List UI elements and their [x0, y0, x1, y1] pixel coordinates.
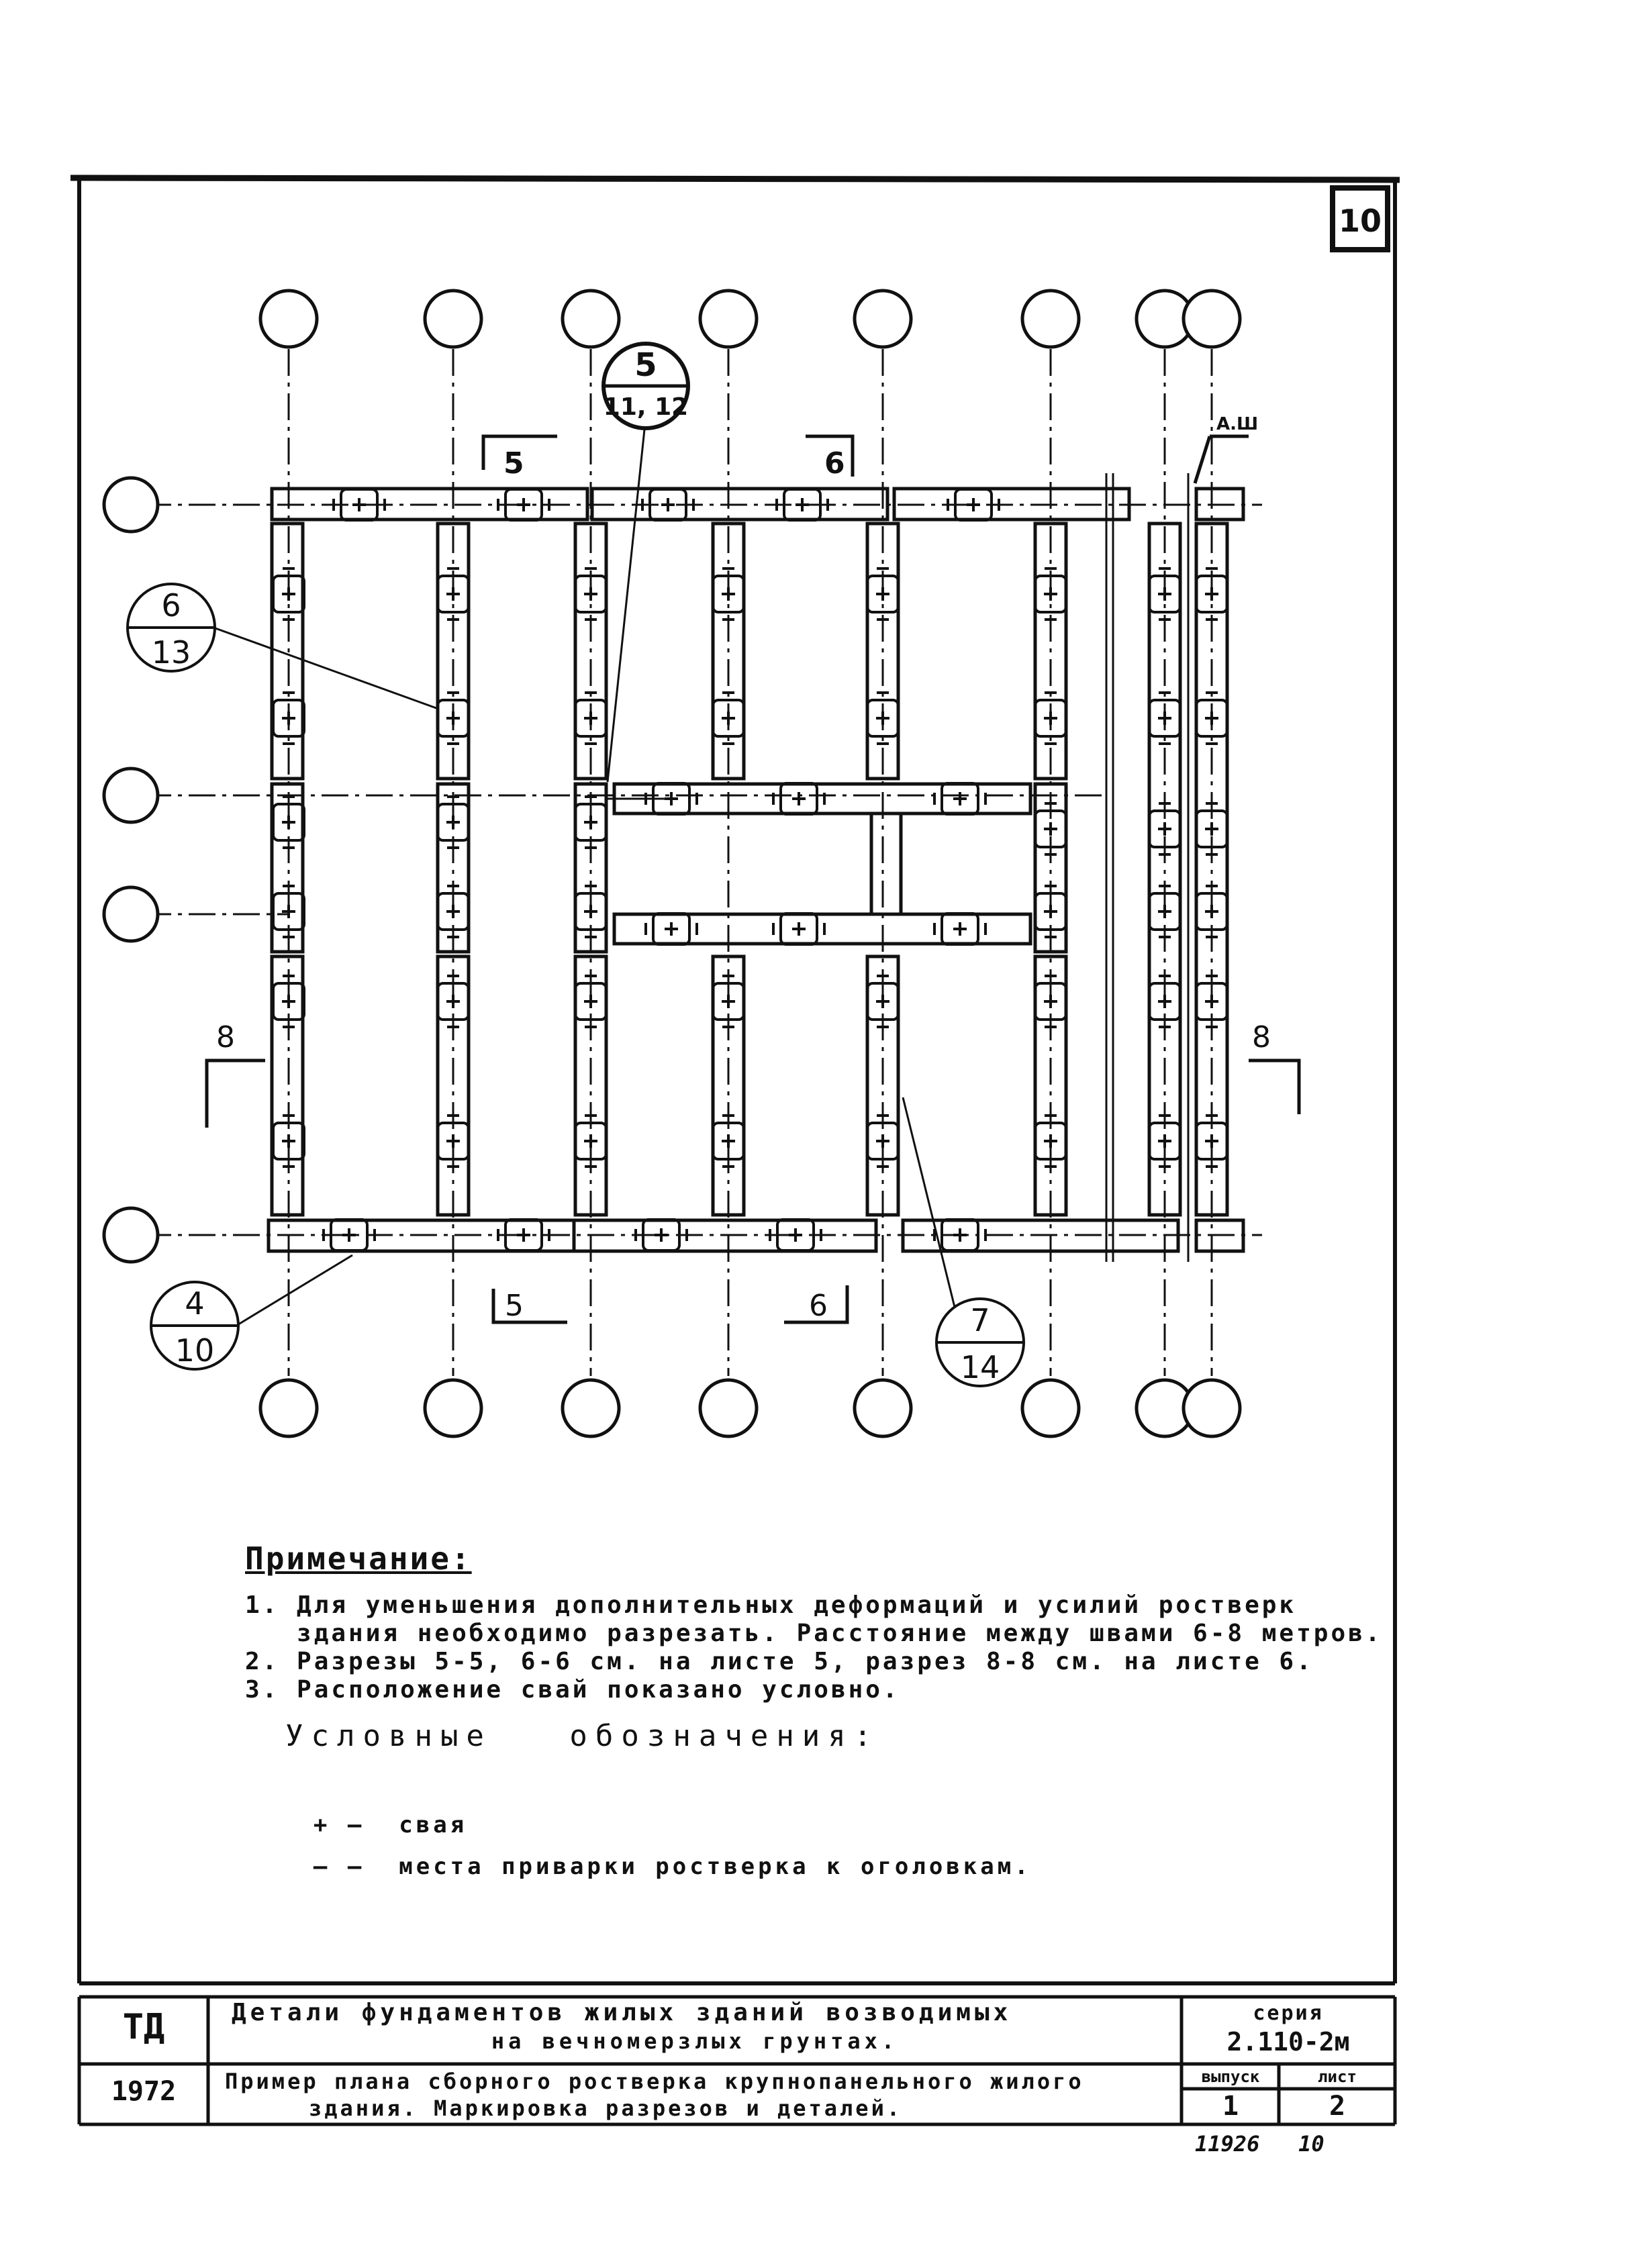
section-marks [205, 434, 1301, 1324]
footer-note: 11926 10 [1195, 2131, 1324, 2157]
title-block-issue-label: выпуск [1201, 2067, 1260, 2086]
section-mark-right: А.Ш [1216, 414, 1258, 434]
callout-7-bottom: 14 [961, 1349, 1000, 1385]
callout-4-bottom: 10 [175, 1332, 215, 1369]
callout-7-top: 7 [970, 1302, 990, 1338]
legend-label-weld: места приварки ростверка к оголовкам. [399, 1853, 1032, 1880]
title-block-series-value: 2.110-2м [1226, 2027, 1350, 2057]
title-block-issue-value: 1 [1222, 2091, 1239, 2122]
section-label-8-left: 8 [216, 1020, 235, 1054]
note-line-1: 1. Для уменьшения дополнительных деформа… [245, 1591, 1297, 1619]
note-line-1b: здания необходимо разрезать. Расстояние … [245, 1620, 1383, 1647]
title-block-frame [77, 1981, 1397, 2126]
title-block-sheet-title-line1: Пример плана сборного ростверка крупнопа… [225, 2069, 1084, 2094]
callout-4-top: 4 [185, 1285, 204, 1322]
grillage-beams [267, 487, 1245, 1253]
legend-symbol-weld: — — [313, 1853, 365, 1880]
legend-symbol-pile: + — [313, 1812, 365, 1838]
piles-vertical [272, 567, 1228, 1168]
axis-bubbles-left [102, 476, 160, 1264]
callout-leaders [213, 429, 965, 1343]
title-block-series-label: серия [1253, 2002, 1324, 2025]
sheet-number-badge: 10 [1330, 185, 1390, 252]
title-block-year: 1972 [111, 2076, 177, 2107]
section-label-6-bottom: 6 [809, 1289, 828, 1323]
note-line-2: 2. Разрезы 5-5, 6-6 см. на листе 5, разр… [245, 1648, 1314, 1675]
callout-6-bottom: 13 [152, 634, 191, 671]
title-block-sheet-value: 2 [1329, 2091, 1346, 2122]
legend-title: Условные обозначения: [285, 1719, 880, 1753]
title-block-title-line2: на вечномерзлых грунтах. [491, 2028, 899, 2054]
expansion-joint [1105, 473, 1190, 1262]
axis-bubbles-bottom [258, 1378, 1242, 1438]
callout-4: 4 10 [150, 1281, 240, 1371]
title-block-title-line1: Детали фундаментов жилых зданий возводим… [232, 1999, 1012, 2026]
section-label-5-top: 5 [503, 446, 524, 481]
section-label-8-right: 8 [1252, 1020, 1271, 1054]
callout-7: 7 14 [935, 1297, 1025, 1387]
section-labels: 5 6 5 6 8 8 А.Ш [216, 414, 1271, 1323]
notes-title: Примечание: [245, 1540, 472, 1577]
callout-5: 5 11, 12 [601, 342, 690, 430]
note-line-3: 3. Расположение свай показано условно. [245, 1676, 900, 1704]
callout-6: 6 13 [126, 583, 216, 673]
horizontal-axes [144, 503, 1262, 1236]
vertical-axes [287, 349, 1213, 1376]
notes-section: Примечание: 1. Для уменьшения дополнител… [245, 1540, 1386, 1880]
legend-label-pile: свая [399, 1812, 468, 1838]
title-block-sheet-label: лист [1318, 2067, 1357, 2086]
axis-bubbles-top [258, 289, 1242, 349]
callout-6-top: 6 [161, 587, 181, 624]
legend-row-pile: + — свая [245, 1763, 1386, 1838]
sheet-badge-text: 10 [1339, 203, 1382, 239]
section-label-6-top: 6 [824, 446, 845, 481]
section-label-5-bottom: 5 [505, 1289, 524, 1323]
title-block-sheet-title-line2: здания. Маркировка разрезов и деталей. [309, 2096, 903, 2121]
legend-row-weld: — — места приварки ростверка к оголовкам… [245, 1804, 1386, 1880]
title-block-org: ТД [122, 2007, 165, 2047]
callout-5-bottom: 11, 12 [604, 393, 688, 421]
callout-5-top: 5 [634, 346, 657, 384]
